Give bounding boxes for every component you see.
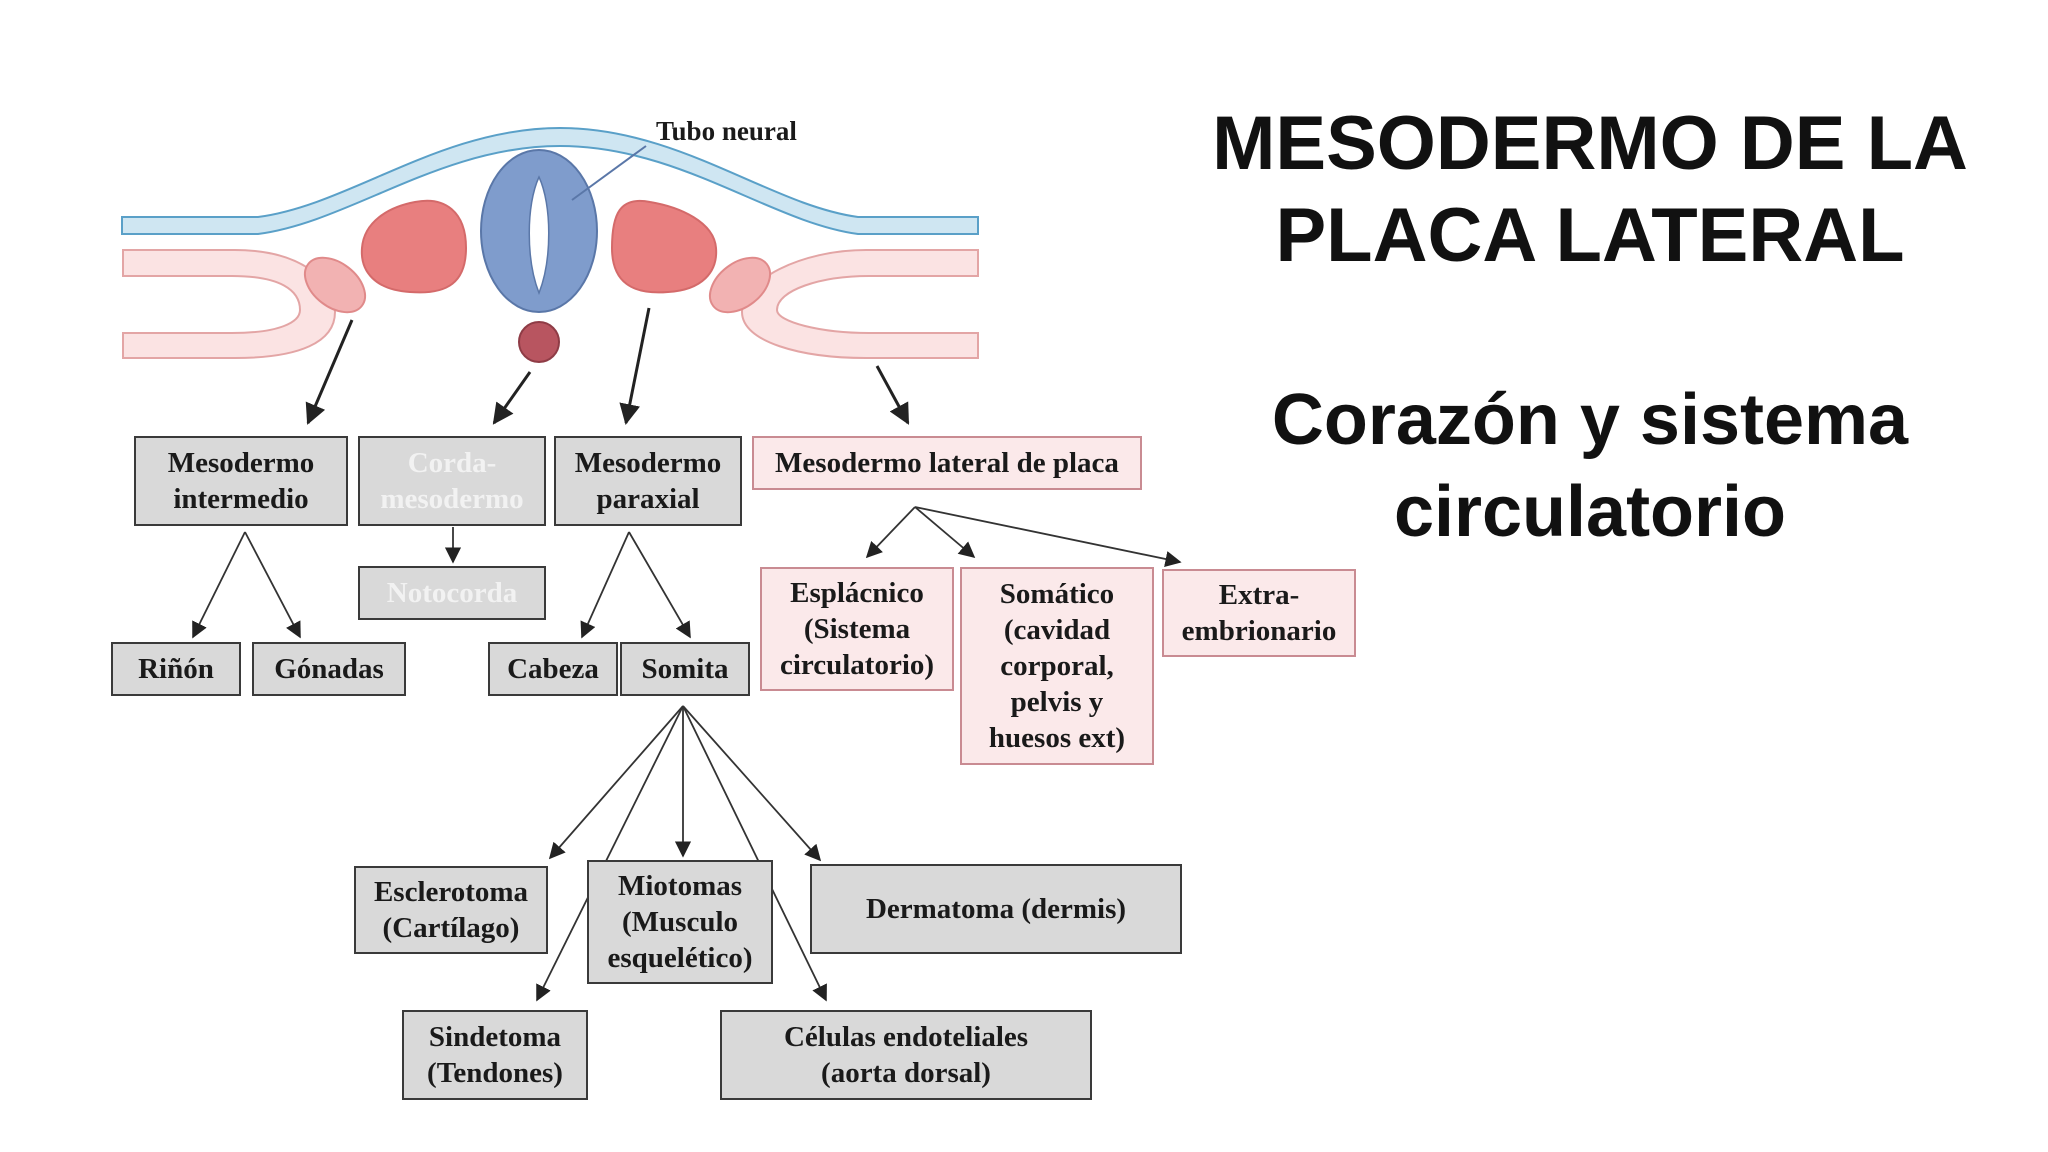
box-corda-mesodermo: Corda- mesodermo [358, 436, 546, 526]
lateral-plate-right [740, 249, 979, 359]
box-mesodermo-paraxial: Mesodermo paraxial [554, 436, 742, 526]
ectoderm-band [121, 126, 979, 235]
page-subtitle: Corazón y sistema circulatorio [1271, 380, 1909, 552]
paraxial-mesoderm-right [610, 199, 718, 294]
box-rinon: Riñón [111, 642, 241, 696]
connector-intermedio-rinon [192, 531, 246, 639]
intermediate-mesoderm-right [708, 256, 772, 314]
neural-canal [528, 175, 550, 296]
arrow-intermedio [305, 319, 354, 425]
box-mesodermo-intermedio: Mesodermo intermedio [134, 436, 348, 526]
connector-lateral-somatico [914, 506, 976, 559]
tubo-neural-label: Tubo neural [656, 116, 797, 146]
connector-somita-endoteliales [682, 705, 827, 1002]
box-somatico: Somático (cavidad corporal, pelvis y hue… [960, 567, 1154, 765]
arrow-lateral [875, 365, 910, 425]
box-extra-embrionario: Extra- embrionario [1162, 569, 1356, 657]
connector-somita-dermatoma [682, 705, 822, 862]
connector-intermedio-gonadas [244, 531, 301, 639]
tubo-neural-leader [571, 145, 647, 201]
box-esclerotoma: Esclerotoma (Cartílago) [354, 866, 548, 954]
box-miotomas: Miotomas (Musculo esquelético) [587, 860, 773, 984]
box-cabeza: Cabeza [488, 642, 618, 696]
box-notocorda: Notocorda [358, 566, 546, 620]
notochord-shape [518, 321, 560, 363]
lateral-plate-left [122, 249, 337, 359]
connector-somita-esclerotoma [548, 705, 684, 860]
box-somita: Somita [620, 642, 750, 696]
connector-lateral-extra [914, 506, 1182, 567]
paraxial-mesoderm-left [360, 199, 468, 294]
box-gonadas: Gónadas [252, 642, 406, 696]
box-dermatoma: Dermatoma (dermis) [810, 864, 1182, 954]
box-sindetoma: Sindetoma (Tendones) [402, 1010, 588, 1100]
box-mesodermo-lateral: Mesodermo lateral de placa [752, 436, 1142, 490]
box-esplacnico: Esplácnico (Sistema circulatorio) [760, 567, 954, 691]
intermediate-mesoderm-left [303, 256, 367, 314]
connector-paraxial-cabeza [580, 531, 630, 639]
arrow-paraxial [619, 307, 651, 426]
arrow-corda [492, 371, 532, 425]
box-celulas-endoteliales: Células endoteliales (aorta dorsal) [720, 1010, 1092, 1100]
connector-somita-sindetoma [536, 705, 684, 1002]
connector-paraxial-somita [628, 531, 691, 639]
connector-lateral-esplacnico [865, 506, 916, 559]
page-title: MESODERMO DE LA PLACA LATERAL [1212, 101, 1968, 278]
